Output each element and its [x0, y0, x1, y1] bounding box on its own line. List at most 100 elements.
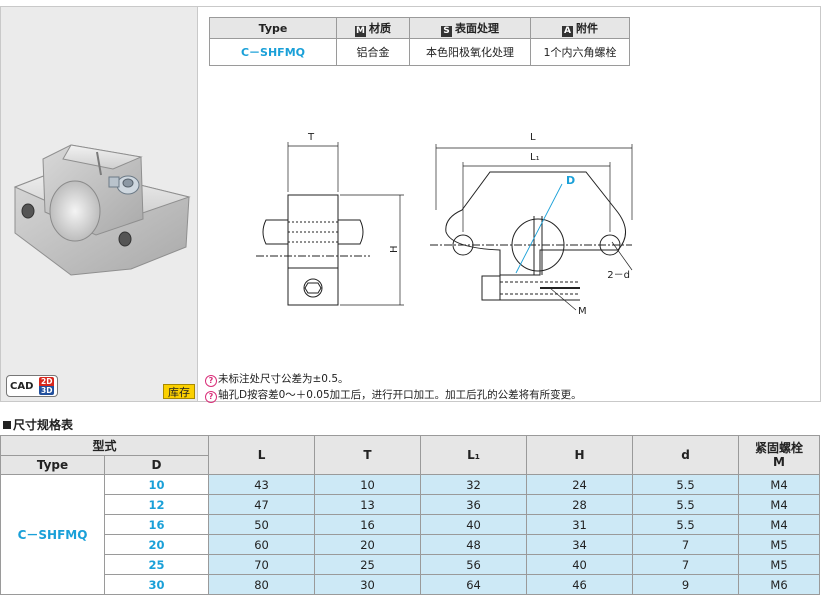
dim-label-t: T [307, 132, 315, 143]
h-cell: 34 [526, 534, 634, 555]
header-d: D [103, 455, 210, 475]
small-d-cell: 5.5 [632, 494, 740, 515]
table-row[interactable]: 16 50 16 40 31 5.5 M4 [1, 514, 821, 535]
material-icon: M [355, 25, 366, 37]
dimension-table: 型式 L T L₁ H d 紧固螺栓 M Type D C－SHFMQ 10 4… [0, 435, 821, 595]
h-cell: 31 [526, 514, 634, 535]
type-cell[interactable]: C－SHFMQ [0, 474, 105, 595]
dim-label-h: H [389, 245, 400, 253]
spec-material-value: 铝合金 [336, 38, 410, 66]
header-group-model: 型式 [0, 435, 210, 456]
m-cell: M5 [738, 534, 821, 555]
header-l: L [208, 435, 316, 475]
stock-badge: 库存 [163, 384, 195, 399]
cad-2d-label: 2D [39, 377, 55, 386]
header-bolt-m: M [773, 455, 785, 469]
small-d-cell: 7 [632, 534, 740, 555]
t-cell: 20 [314, 534, 422, 555]
spec-type-value[interactable]: C－SHFMQ [209, 38, 337, 66]
l-cell: 60 [208, 534, 316, 555]
note-text: 未标注处尺寸公差为±0.5。 [218, 373, 349, 385]
dim-label-small-d: 2－d [607, 270, 630, 281]
t-cell: 25 [314, 554, 422, 575]
l1-cell: 56 [420, 554, 528, 575]
spec-header-surface-label: 表面处理 [455, 21, 499, 35]
dim-label-l: L [530, 132, 536, 143]
header-d-small: d [632, 435, 740, 475]
h-cell: 40 [526, 554, 634, 575]
note-shaft-hole: ?轴孔D按容差0～＋0.05加工后，进行开口加工。加工后孔的公差将有所变更。 [205, 387, 582, 403]
shaft-support-image [13, 144, 191, 276]
l-cell: 50 [208, 514, 316, 535]
table-row[interactable]: 12 47 13 36 28 5.5 M4 [1, 494, 821, 515]
note-tolerance: ?未标注处尺寸公差为±0.5。 [205, 371, 349, 387]
note-text: 轴孔D按容差0～＋0.05加工后，进行开口加工。加工后孔的公差将有所变更。 [218, 389, 582, 401]
d-cell[interactable]: 30 [103, 574, 210, 595]
h-cell: 28 [526, 494, 634, 515]
header-l1: L₁ [420, 435, 528, 475]
table-row[interactable]: 30 80 30 64 46 9 M6 [1, 574, 821, 595]
dim-label-m: M [578, 306, 587, 317]
d-cell[interactable]: 16 [103, 514, 210, 535]
table-row[interactable]: 20 60 20 48 34 7 M5 [1, 534, 821, 555]
header-h: H [526, 435, 634, 475]
small-d-cell: 5.5 [632, 514, 740, 535]
l-cell: 70 [208, 554, 316, 575]
small-d-cell: 9 [632, 574, 740, 595]
header-type: Type [0, 455, 105, 475]
d-cell[interactable]: 12 [103, 494, 210, 515]
square-bullet-icon [3, 421, 11, 429]
m-cell: M5 [738, 554, 821, 575]
header-bolt-label: 紧固螺栓 [755, 441, 804, 455]
cad-label: CAD [10, 380, 34, 392]
t-cell: 10 [314, 474, 422, 495]
l1-cell: 48 [420, 534, 528, 555]
spec-surface-value: 本色阳极氧化处理 [409, 38, 531, 66]
section-title-text: 尺寸规格表 [13, 418, 74, 432]
header-bolt: 紧固螺栓 M [738, 435, 821, 475]
spec-accessory-value: 1个内六角螺栓 [530, 38, 630, 66]
section-title: 尺寸规格表 [3, 416, 73, 433]
l-cell: 80 [208, 574, 316, 595]
table-row[interactable]: 25 70 25 56 40 7 M5 [1, 554, 821, 575]
t-cell: 30 [314, 574, 422, 595]
m-cell: M4 [738, 514, 821, 535]
h-cell: 46 [526, 574, 634, 595]
spec-header-accessory-label: 附件 [576, 21, 598, 35]
small-d-cell: 5.5 [632, 474, 740, 495]
product-image-panel [0, 6, 198, 402]
m-cell: M4 [738, 494, 821, 515]
technical-drawing: T H L L₁ D 2－d M [256, 132, 633, 317]
note-icon: ? [205, 375, 217, 387]
accessory-icon: A [562, 25, 573, 37]
spec-header-material-label: 材质 [369, 21, 391, 35]
cad-badge[interactable]: CAD 2D 3D [6, 375, 58, 397]
dim-label-d: D [566, 174, 575, 187]
l-cell: 43 [208, 474, 316, 495]
header-t: T [314, 435, 422, 475]
table-row[interactable]: C－SHFMQ 10 43 10 32 24 5.5 M4 [0, 474, 821, 595]
t-cell: 16 [314, 514, 422, 535]
spec-header-type: Type [209, 17, 337, 39]
small-d-cell: 7 [632, 554, 740, 575]
l1-cell: 40 [420, 514, 528, 535]
l1-cell: 32 [420, 474, 528, 495]
d-cell[interactable]: 20 [103, 534, 210, 555]
note-icon: ? [205, 391, 217, 403]
m-cell: M6 [738, 574, 821, 595]
dim-label-l1: L₁ [530, 152, 540, 163]
surface-icon: S [441, 25, 452, 37]
m-cell: M4 [738, 474, 821, 495]
t-cell: 13 [314, 494, 422, 515]
l1-cell: 64 [420, 574, 528, 595]
l-cell: 47 [208, 494, 316, 515]
h-cell: 24 [526, 474, 634, 495]
l1-cell: 36 [420, 494, 528, 515]
d-cell[interactable]: 10 [103, 474, 210, 495]
cad-3d-label: 3D [39, 386, 55, 395]
d-cell[interactable]: 25 [103, 554, 210, 575]
